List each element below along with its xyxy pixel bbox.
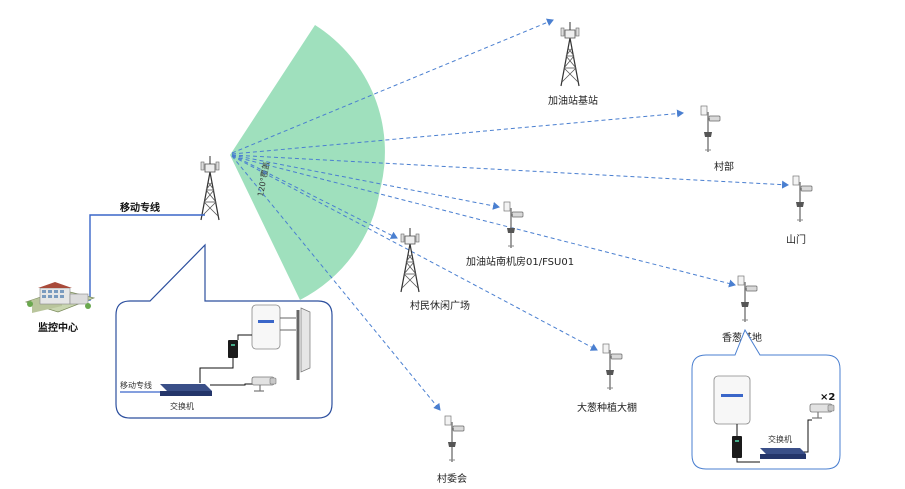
link-gas-south-room (231, 154, 500, 210)
scallion-greenhouse-camera-pole-icon (602, 343, 623, 391)
village-dept-camera-pole-icon (700, 105, 721, 153)
left-pole-antenna-icon (296, 307, 311, 380)
link-gas-station-base (231, 18, 554, 154)
link-scallion-greenhouse (231, 155, 598, 351)
link-village-square (231, 154, 398, 239)
right-switch-icon (760, 448, 806, 459)
link-village-committee (231, 155, 441, 411)
village-committee-camera-pole-icon (444, 415, 465, 463)
right-camera-multiplier: ×2 (820, 392, 835, 403)
monitor-center-label: 监控中心 (38, 321, 78, 334)
coverage-sector (230, 25, 385, 300)
right-callout-bubble (691, 328, 841, 470)
site-label-gas-station-base: 加油站基站 (548, 94, 598, 107)
left-mobile-line-label: 移动专线 (120, 380, 152, 390)
right-switch-label: 交换机 (768, 434, 792, 444)
central-tower-icon (200, 155, 220, 221)
site-label-village-square: 村民休闲广场 (410, 299, 470, 312)
left-callout-bubble (115, 243, 333, 419)
xiangcong-base-camera-pole-icon (737, 275, 758, 323)
mountain-gate-camera-pole-icon (792, 175, 813, 223)
site-label-village-committee: 村委会 (437, 472, 467, 485)
gas-station-tower-icon (560, 21, 580, 87)
monitor-center-building-icon (24, 282, 96, 313)
site-label-village-dept: 村部 (714, 160, 734, 173)
left-poe-adapter-icon (228, 340, 238, 358)
right-poe-adapter-icon (732, 436, 742, 458)
link-xiangcong-base (231, 155, 736, 288)
right-wireless-bridge-icon (713, 375, 751, 425)
gas-south-room-camera-pole-icon (503, 201, 524, 249)
left-switch-icon (160, 384, 212, 396)
village-square-tower-icon (400, 227, 420, 293)
link-village-dept (231, 109, 684, 155)
link-mountain-gate (231, 154, 789, 189)
wireless-links (231, 18, 789, 411)
left-callout-wires (199, 334, 258, 386)
site-label-gas-south-room: 加油站南机房01/FSU01 (466, 255, 574, 268)
left-switch-label: 交换机 (170, 401, 194, 411)
left-wireless-bridge-icon (251, 304, 296, 350)
site-label-scallion-greenhouse: 大葱种植大棚 (577, 401, 637, 414)
site-label-mountain-gate: 山门 (786, 233, 806, 246)
mobile-line-label: 移动专线 (120, 201, 160, 214)
